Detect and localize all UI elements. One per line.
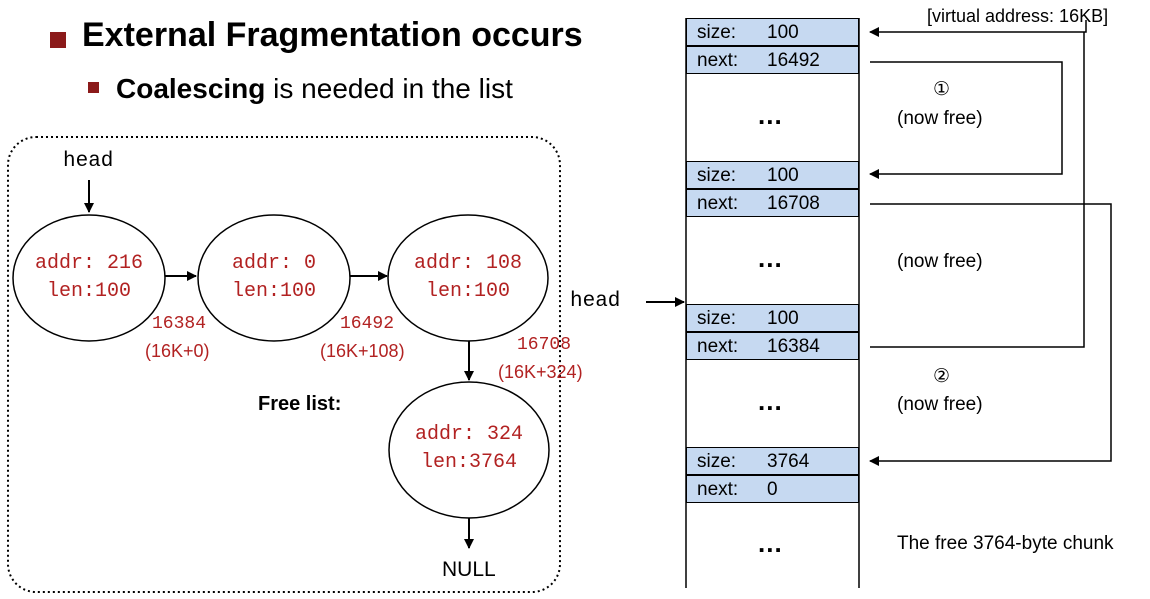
node-2: addr: 0 len:100 xyxy=(214,250,334,306)
node-3: addr: 108 len:100 xyxy=(408,250,528,306)
node-1-len: len:100 xyxy=(46,280,131,303)
heap-ellipsis-3: ... xyxy=(758,386,783,416)
block-1-next-label: next: xyxy=(697,50,739,71)
pointer-arrow-2 xyxy=(869,203,1112,466)
block-3-size-value: 100 xyxy=(767,308,799,329)
step-2-marker: ② xyxy=(933,366,951,387)
block-1-size-value: 100 xyxy=(767,22,799,43)
link-1-expr: (16K+0) xyxy=(145,341,210,361)
block-4-next-cell: next: 0 xyxy=(686,475,859,503)
heading-bullet xyxy=(50,32,66,48)
now-free-note-3: (now free) xyxy=(897,394,983,415)
block-2-size-label: size: xyxy=(697,165,737,186)
pointer-va-arrow xyxy=(869,20,1087,37)
block-2-next-value: 16708 xyxy=(767,193,820,214)
subheading-rest: is needed in the list xyxy=(265,73,513,104)
heap-ellipsis-4: ... xyxy=(758,528,783,558)
virtual-address-label: [virtual address: 16KB] xyxy=(927,6,1109,26)
block-1-size-label: size: xyxy=(697,22,737,43)
heap-ellipsis-1: ... xyxy=(758,100,783,130)
free-list-head-label: head xyxy=(63,150,114,173)
now-free-note-1: (now free) xyxy=(897,108,983,129)
subheading-bullet xyxy=(88,82,99,93)
subheading-bold: Coalescing xyxy=(116,73,266,104)
heap-head-label: head xyxy=(570,290,621,313)
pointer-arrow-3 xyxy=(870,32,1085,348)
subheading: Coalescing is needed in the list xyxy=(116,73,513,105)
node-4: addr: 324 len:3764 xyxy=(409,421,529,477)
link-2-value: 16492 xyxy=(340,314,395,334)
pointer-arrow-1 xyxy=(869,61,1063,179)
free-list-frame xyxy=(7,136,561,593)
now-free-note-2: (now free) xyxy=(897,251,983,272)
block-3-size-label: size: xyxy=(697,308,737,329)
node-2-len: len:100 xyxy=(231,280,316,303)
block-3-size-cell: size: 100 xyxy=(686,304,859,332)
block-3-next-value: 16384 xyxy=(767,336,820,357)
node-4-addr: addr: 324 xyxy=(414,423,524,446)
node-4-len: len:3764 xyxy=(420,451,517,474)
block-1-next-cell: next: 16492 xyxy=(686,46,859,74)
node-ellipse-2 xyxy=(197,214,351,342)
block-4-next-value: 0 xyxy=(767,479,778,500)
block-3-next-cell: next: 16384 xyxy=(686,332,859,360)
node-1: addr: 216 len:100 xyxy=(29,250,149,306)
heading-main: External Fragmentation occurs xyxy=(82,16,583,54)
link-1-value: 16384 xyxy=(152,314,207,334)
node-2-addr: addr: 0 xyxy=(231,252,316,275)
block-3-next-label: next: xyxy=(697,336,739,357)
link-3-value: 16708 xyxy=(517,335,572,355)
step-1-marker: ① xyxy=(933,79,951,100)
block-2-next-label: next: xyxy=(697,193,739,214)
node-3-len: len:100 xyxy=(425,280,510,303)
link-2-expr: (16K+108) xyxy=(320,341,405,361)
block-2-size-value: 100 xyxy=(767,165,799,186)
heap-ellipsis-2: ... xyxy=(758,243,783,273)
null-label: NULL xyxy=(442,558,496,581)
block-1-size-cell: size: 100 xyxy=(686,18,859,46)
node-1-addr: addr: 216 xyxy=(34,252,144,275)
block-4-size-label: size: xyxy=(697,451,737,472)
node-3-addr: addr: 108 xyxy=(413,252,523,275)
block-1-next-value: 16492 xyxy=(767,50,820,71)
block-2-size-cell: size: 100 xyxy=(686,161,859,189)
block-4-next-label: next: xyxy=(697,479,739,500)
block-4-size-cell: size: 3764 xyxy=(686,447,859,475)
free-list-caption: Free list: xyxy=(258,393,342,415)
link-3-expr: (16K+324) xyxy=(498,362,583,382)
free-chunk-note: The free 3764-byte chunk xyxy=(897,533,1114,554)
block-4-size-value: 3764 xyxy=(767,451,810,472)
block-2-next-cell: next: 16708 xyxy=(686,189,859,217)
node-ellipse-1 xyxy=(12,214,166,342)
